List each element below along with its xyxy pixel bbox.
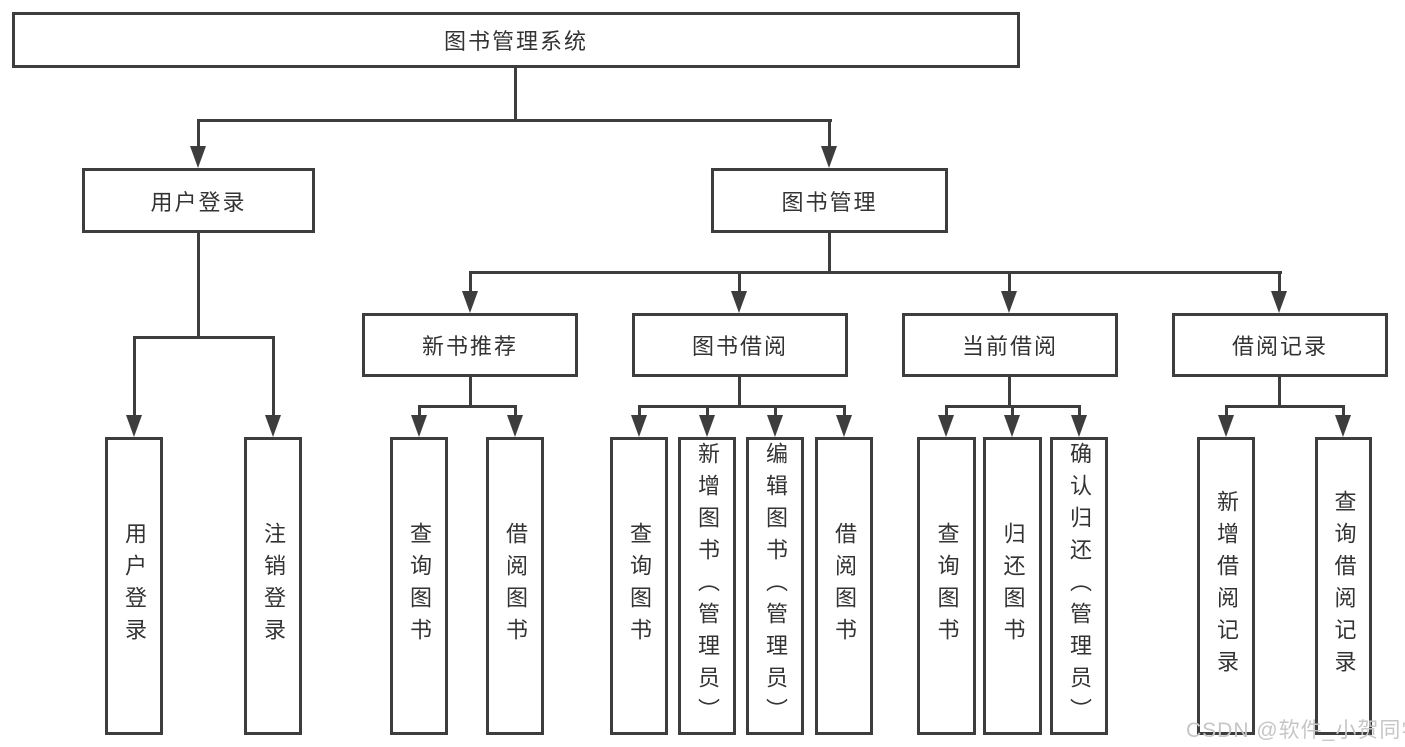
arrowhead-icon — [190, 146, 206, 168]
node-book-borrowing: 图书借阅 — [632, 313, 848, 377]
connector-line — [197, 121, 200, 148]
leaf-recommend-borrow-books-label: 借阅图书 — [503, 522, 528, 650]
node-current-borrowing-label: 当前借阅 — [961, 334, 1058, 359]
arrowhead-icon — [767, 415, 783, 437]
connector-line — [828, 233, 831, 273]
node-root-label: 图书管理系统 — [443, 29, 588, 54]
leaf-borrowing-query-books: 查询图书 — [610, 437, 668, 735]
leaf-borrowing-borrow-books-label: 借阅图书 — [832, 522, 857, 650]
leaf-current-query-books: 查询图书 — [917, 437, 976, 735]
arrowhead-icon — [507, 415, 523, 437]
arrowhead-icon — [265, 415, 281, 437]
leaf-current-confirm-return-admin: 确认归还（管理员） — [1050, 437, 1108, 735]
node-user-login: 用户登录 — [82, 168, 315, 233]
connector-line — [418, 405, 517, 408]
connector-line — [469, 377, 472, 407]
leaf-records-add-record: 新增借阅记录 — [1197, 437, 1255, 735]
leaf-current-confirm-return-admin-label: 确认归还（管理员） — [1067, 442, 1092, 730]
node-new-book-recommend: 新书推荐 — [362, 313, 578, 377]
connector-line — [197, 119, 832, 122]
arrowhead-icon — [631, 415, 647, 437]
connector-line — [843, 407, 846, 417]
leaf-borrowing-query-books-label: 查询图书 — [627, 522, 652, 650]
arrowhead-icon — [411, 415, 427, 437]
node-user-login-label: 用户登录 — [150, 189, 247, 215]
connector-line — [706, 407, 709, 417]
arrowhead-icon — [1218, 415, 1234, 437]
node-borrow-records: 借阅记录 — [1172, 313, 1388, 377]
connector-line — [469, 271, 1282, 274]
node-current-borrowing: 当前借阅 — [902, 313, 1118, 377]
connector-line — [133, 336, 136, 417]
connector-line — [945, 407, 948, 417]
leaf-borrowing-edit-books-admin-label: 编辑图书（管理员） — [763, 442, 788, 730]
arrowhead-icon — [699, 415, 715, 437]
arrowhead-icon — [1335, 415, 1351, 437]
connector-line — [1342, 407, 1345, 417]
node-book-borrowing-label: 图书借阅 — [691, 334, 788, 359]
connector-line — [738, 377, 741, 407]
leaf-recommend-query-books: 查询图书 — [390, 437, 448, 735]
connector-line — [1225, 407, 1228, 417]
leaf-logout: 注销登录 — [244, 437, 302, 735]
leaf-borrowing-borrow-books: 借阅图书 — [815, 437, 873, 735]
connector-line — [738, 273, 741, 293]
leaf-borrowing-edit-books-admin: 编辑图书（管理员） — [746, 437, 804, 735]
arrowhead-icon — [938, 415, 954, 437]
leaf-current-return-books-label: 归还图书 — [1000, 522, 1026, 650]
arrowhead-icon — [1001, 291, 1017, 313]
node-new-book-recommend-label: 新书推荐 — [421, 334, 518, 359]
connector-line — [638, 407, 641, 417]
leaf-borrowing-add-books-admin-label: 新增图书（管理员） — [695, 442, 720, 730]
arrowhead-icon — [836, 415, 852, 437]
leaf-user-login-label: 用户登录 — [122, 522, 147, 650]
connector-line — [1278, 377, 1281, 407]
leaf-current-query-books-label: 查询图书 — [934, 522, 960, 650]
leaf-current-return-books: 归还图书 — [983, 437, 1042, 735]
connector-line — [272, 336, 275, 417]
connector-line — [514, 68, 517, 121]
connector-line — [197, 233, 200, 338]
connector-line — [1278, 273, 1281, 293]
node-book-management-label: 图书管理 — [781, 189, 878, 215]
node-borrow-records-label: 借阅记录 — [1231, 334, 1328, 359]
arrowhead-icon — [126, 415, 142, 437]
arrowhead-icon — [821, 146, 837, 168]
node-root: 图书管理系统 — [12, 12, 1020, 68]
connector-line — [469, 273, 472, 293]
leaf-recommend-borrow-books: 借阅图书 — [486, 437, 544, 735]
leaf-borrowing-add-books-admin: 新增图书（管理员） — [678, 437, 736, 735]
arrowhead-icon — [462, 291, 478, 313]
connector-line — [1008, 377, 1011, 407]
connector-line — [133, 336, 275, 339]
leaf-records-query-record-label: 查询借阅记录 — [1331, 490, 1357, 682]
connector-line — [945, 405, 1081, 408]
connector-line — [774, 407, 777, 417]
connector-line — [418, 407, 421, 417]
connector-line — [638, 405, 846, 408]
connector-line — [1078, 407, 1081, 417]
connector-line — [828, 121, 831, 148]
leaf-logout-label: 注销登录 — [261, 522, 286, 650]
connector-line — [514, 407, 517, 417]
arrowhead-icon — [1071, 415, 1087, 437]
connector-line — [1011, 407, 1014, 417]
node-book-management: 图书管理 — [711, 168, 948, 233]
leaf-recommend-query-books-label: 查询图书 — [407, 522, 432, 650]
arrowhead-icon — [1004, 415, 1020, 437]
arrowhead-icon — [731, 291, 747, 313]
connector-line — [1008, 273, 1011, 293]
watermark: CSDN @软件_小贺同学 — [1186, 719, 1405, 742]
connector-line — [1225, 405, 1345, 408]
leaf-user-login: 用户登录 — [105, 437, 163, 735]
leaf-records-query-record: 查询借阅记录 — [1315, 437, 1372, 735]
leaf-records-add-record-label: 新增借阅记录 — [1214, 490, 1239, 682]
arrowhead-icon — [1271, 291, 1287, 313]
